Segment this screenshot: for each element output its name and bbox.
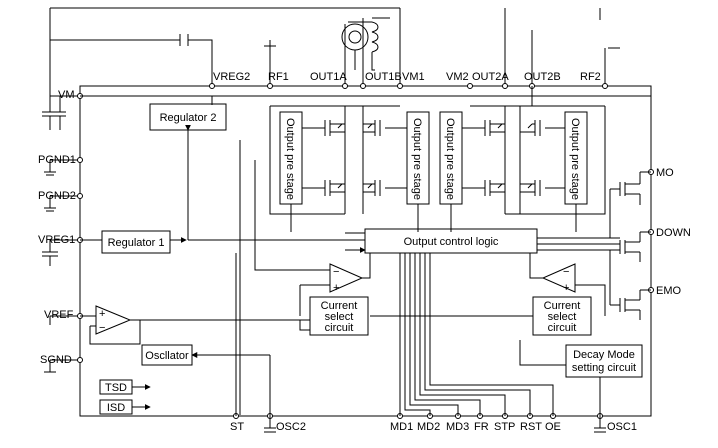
svg-text:+: + (563, 282, 569, 294)
pin-osc2: OSC2 (276, 421, 306, 433)
svg-text:−: − (563, 266, 569, 278)
output-control-logic (364, 228, 538, 254)
pin-md1: MD1 (390, 421, 413, 433)
h-bridge-2 (462, 86, 606, 215)
svg-text:Output pre stage: Output pre stage (284, 118, 296, 200)
svg-text:Current: Current (321, 300, 358, 312)
pin-rf1: RF1 (268, 71, 289, 83)
svg-text:−: − (333, 266, 339, 278)
pin-md2: MD2 (417, 421, 440, 433)
svg-text:Output pre stage: Output pre stage (411, 118, 423, 200)
svg-text:ISD: ISD (107, 402, 125, 414)
pre-stage-2: Output pre stage (406, 111, 430, 205)
svg-text:circuit: circuit (548, 322, 577, 334)
svg-text:TSD: TSD (105, 382, 127, 394)
svg-text:setting circuit: setting circuit (572, 362, 636, 374)
svg-text:Output pre stage: Output pre stage (569, 118, 581, 200)
pin-vm2: VM2 (446, 71, 469, 83)
pin-oe: OE (545, 421, 561, 433)
pin-vreg1: VREG1 (38, 234, 75, 246)
pin-vm1: VM1 (402, 71, 425, 83)
vref-amplifier (95, 305, 132, 335)
current-select-left (309, 296, 369, 336)
svg-text:Current: Current (544, 300, 581, 312)
regulator-1-block (101, 230, 171, 254)
output-control-logic-label: Output control logic (404, 236, 499, 248)
output-transistors (609, 171, 651, 320)
pre-stage-4: Output pre stage (564, 111, 588, 205)
svg-text:select: select (548, 311, 577, 323)
pin-st: ST (230, 421, 244, 433)
pin-fr: FR (474, 421, 489, 433)
pin-out1a: OUT1A (310, 71, 347, 83)
oscillator-label: Oscllator (145, 350, 189, 362)
svg-text:select: select (325, 311, 354, 323)
pre-stage-3: Output pre stage (439, 111, 463, 205)
pin-pgnd1: PGND1 (38, 154, 76, 166)
pin-vreg2: VREG2 (213, 71, 250, 83)
pin-pgnd2: PGND2 (38, 190, 76, 202)
svg-text:−: − (99, 322, 105, 334)
motor-icon (341, 8, 533, 86)
pin-down: DOWN (656, 227, 691, 239)
svg-text:Output pre stage: Output pre stage (444, 118, 456, 200)
pin-osc1: OSC1 (607, 421, 637, 433)
svg-text:+: + (99, 308, 105, 320)
pin-rf2: RF2 (580, 71, 601, 83)
pin-out2a: OUT2A (472, 71, 509, 83)
pin-out1b: OUT1B (365, 71, 402, 83)
pin-md3: MD3 (446, 421, 469, 433)
pin-mo: MO (656, 167, 674, 179)
pin-out2b: OUT2B (524, 71, 561, 83)
svg-text:+: + (333, 282, 339, 294)
pin-emo: EMO (656, 285, 682, 297)
pin-sgnd: SGND (40, 354, 72, 366)
pin-stp: STP (494, 421, 515, 433)
pin-vref: VREF (44, 309, 74, 321)
regulator-2-label: Regulator 2 (160, 112, 217, 124)
pre-stage-1: Output pre stage (279, 111, 303, 205)
comparator-right (541, 263, 576, 293)
svg-text:Decay Mode: Decay Mode (573, 349, 635, 361)
comparator-left (329, 263, 364, 293)
pin-rst: RST (520, 421, 542, 433)
h-bridge-1 (269, 105, 407, 215)
regulator-1-label: Regulator 1 (108, 237, 165, 249)
pin-vm: VM (58, 89, 75, 101)
svg-text:circuit: circuit (325, 322, 354, 334)
decay-mode-block (565, 344, 643, 378)
